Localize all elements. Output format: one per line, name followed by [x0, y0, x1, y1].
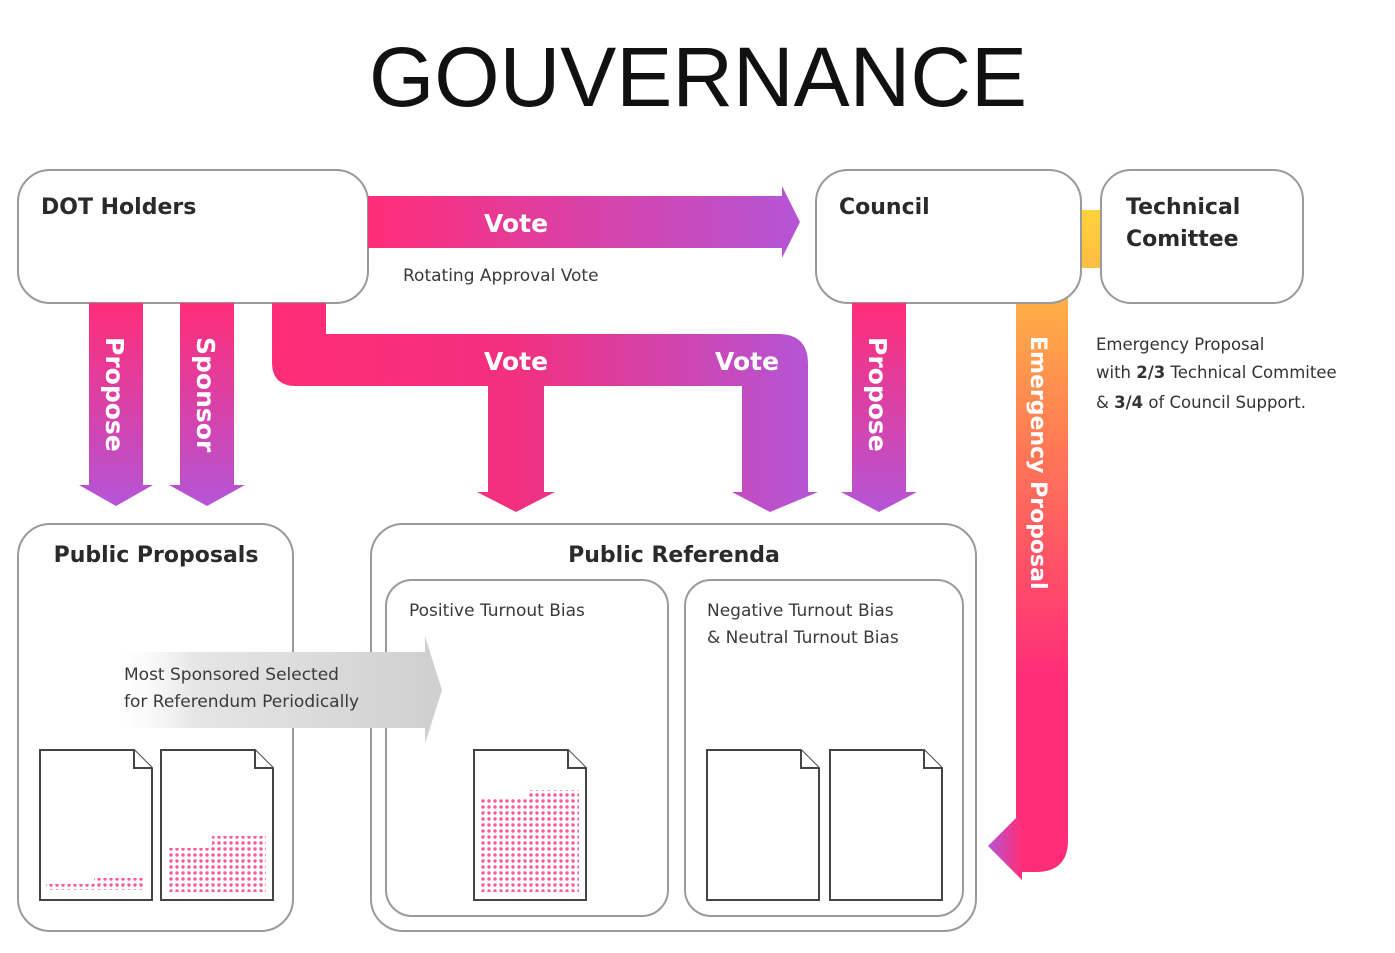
referendum-document-negative-1 [706, 749, 820, 901]
selection-label-1: Most Sponsored Selected [124, 665, 339, 685]
technical-committee-box [1100, 169, 1304, 304]
negative-bias-label-2: & Neutral Turnout Bias [707, 628, 899, 648]
emergency-arrow-label: Emergency Proposal [1025, 336, 1050, 590]
dot-holders-box [17, 169, 369, 304]
negative-bias-label-1: Negative Turnout Bias [707, 601, 894, 621]
emergency-note-line1: Emergency Proposal [1096, 335, 1264, 354]
propose-arrow-left [79, 303, 153, 506]
emergency-note-line2: with 2/3 Technical Commitee [1096, 363, 1337, 382]
public-referenda-label: Public Referenda [568, 543, 780, 568]
council-box [815, 169, 1082, 304]
page-title: GOUVERNANCE [369, 30, 1027, 124]
public-proposals-label: Public Proposals [54, 543, 259, 568]
dot-holders-label: DOT Holders [41, 195, 196, 220]
propose-council-label: Propose [863, 337, 892, 452]
vote-top-label: Vote [484, 209, 548, 238]
propose-left-label: Propose [100, 337, 129, 452]
referendum-document-negative-2 [829, 749, 943, 901]
proposal-document-1 [39, 749, 153, 901]
sponsor-label: Sponsor [191, 337, 220, 453]
emergency-arrow-body [1016, 210, 1104, 872]
positive-bias-box [385, 579, 669, 917]
positive-bias-label: Positive Turnout Bias [409, 601, 585, 621]
emergency-arrow-head [988, 812, 1022, 880]
propose-arrow-council [841, 303, 917, 512]
selection-arrow [110, 636, 442, 744]
proposal-document-2 [160, 749, 274, 901]
council-label: Council [839, 195, 930, 220]
emergency-note-line3: & 3/4 of Council Support. [1096, 393, 1306, 412]
technical-label-1: Technical [1126, 195, 1240, 220]
rotating-approval-label: Rotating Approval Vote [403, 266, 599, 286]
vote-mid-left-label: Vote [484, 347, 548, 376]
sponsor-arrow [169, 303, 245, 506]
referendum-document-positive [473, 749, 587, 901]
selection-label-2: for Referendum Periodically [124, 692, 359, 712]
vote-arrow-top [368, 186, 800, 258]
technical-label-2: Comittee [1126, 227, 1239, 252]
vote-mid-right-label: Vote [715, 347, 779, 376]
vote-arrow-middle [272, 303, 818, 512]
